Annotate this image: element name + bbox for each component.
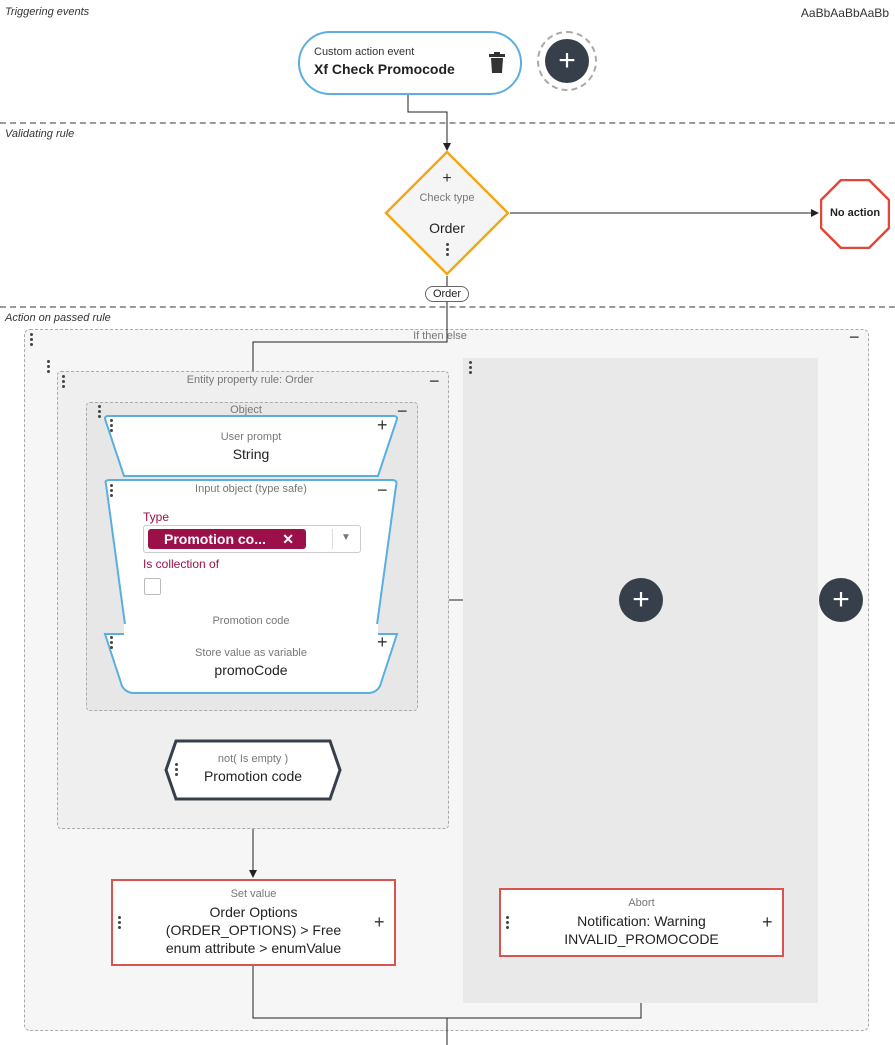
check-output-badge: Order bbox=[425, 286, 469, 302]
type-field-label: Type bbox=[143, 510, 170, 524]
add-trigger-button[interactable]: + bbox=[537, 31, 597, 91]
input-object-caption: Input object (type safe) bbox=[195, 483, 307, 495]
if-then-else-menu-icon[interactable] bbox=[30, 333, 33, 348]
set-value-line-3: enum attribute > enumValue bbox=[165, 940, 342, 956]
no-action-label: No action bbox=[829, 207, 881, 219]
add-action-button[interactable]: + bbox=[619, 578, 663, 622]
condition-value: Promotion code bbox=[203, 768, 303, 784]
store-caption: Store value as variable bbox=[195, 647, 307, 659]
store-add-icon[interactable]: + bbox=[377, 632, 388, 652]
section-divider bbox=[0, 306, 895, 308]
if-then-else-label: If then else bbox=[413, 330, 467, 342]
select-divider bbox=[332, 529, 333, 549]
check-menu-icon[interactable] bbox=[446, 243, 449, 258]
condition-hexagon[interactable] bbox=[164, 739, 342, 801]
set-value-line-1: Order Options bbox=[209, 904, 298, 920]
set-value-node[interactable]: Set value Order Options (ORDER_OPTIONS) … bbox=[111, 879, 396, 966]
chip-remove-icon[interactable]: ✕ bbox=[282, 531, 294, 547]
set-value-text: Order Options (ORDER_OPTIONS) > Free enu… bbox=[133, 903, 374, 957]
input-object-collapse-icon[interactable]: − bbox=[377, 480, 388, 500]
input-object-menu-icon[interactable] bbox=[110, 484, 113, 499]
section-label-action: Action on passed rule bbox=[5, 312, 111, 324]
input-object-footer: Promotion code bbox=[212, 615, 290, 627]
abort-line-1: Notification: Warning bbox=[577, 913, 706, 929]
section-label-triggering: Triggering events bbox=[5, 6, 90, 18]
entity-rule-menu-icon[interactable] bbox=[62, 375, 65, 390]
object-label: Object bbox=[230, 404, 262, 416]
if-then-else-collapse-icon[interactable]: − bbox=[849, 327, 860, 347]
check-add-icon[interactable]: + bbox=[442, 170, 452, 187]
abort-menu-icon[interactable] bbox=[506, 916, 509, 931]
set-value-line-2: (ORDER_OPTIONS) > Free bbox=[165, 922, 342, 938]
no-action-octagon[interactable] bbox=[820, 179, 890, 249]
add-branch-button[interactable]: + bbox=[819, 578, 863, 622]
font-sample-text: AaBbAaBbAaBb bbox=[800, 6, 889, 20]
store-value: promoCode bbox=[214, 662, 288, 678]
check-type-value: Order bbox=[429, 220, 465, 236]
abort-add-icon[interactable]: + bbox=[762, 912, 773, 932]
store-menu-icon[interactable] bbox=[110, 636, 113, 651]
trash-icon[interactable] bbox=[488, 52, 506, 74]
user-prompt-add-icon[interactable]: + bbox=[377, 415, 388, 435]
type-select[interactable]: Promotion co... ✕ ▼ bbox=[143, 525, 361, 553]
else-branch-menu-icon[interactable] bbox=[469, 361, 472, 376]
user-prompt-menu-icon[interactable] bbox=[110, 419, 113, 434]
entity-rule-label: Entity property rule: Order bbox=[186, 374, 314, 386]
trigger-caption: Custom action event bbox=[314, 46, 415, 58]
collection-checkbox[interactable] bbox=[144, 578, 161, 595]
font-size-sample[interactable]: AaBbAaBbAaBb bbox=[801, 6, 889, 20]
section-divider bbox=[0, 122, 895, 124]
trigger-node[interactable]: Custom action event Xf Check Promocode bbox=[298, 31, 522, 95]
collection-label: Is collection of bbox=[143, 557, 220, 571]
chevron-down-icon[interactable]: ▼ bbox=[341, 532, 351, 543]
type-chip-label: Promotion co... bbox=[164, 531, 266, 547]
abort-text: Notification: Warning INVALID_PROMOCODE bbox=[521, 912, 762, 948]
condition-menu-icon[interactable] bbox=[175, 763, 178, 778]
section-label-validating: Validating rule bbox=[5, 128, 75, 140]
object-menu-icon[interactable] bbox=[98, 405, 101, 420]
abort-caption: Abort bbox=[628, 897, 655, 909]
entity-rule-collapse-icon[interactable]: − bbox=[429, 371, 440, 391]
check-diamond[interactable] bbox=[384, 150, 510, 276]
abort-line-2: INVALID_PROMOCODE bbox=[564, 931, 719, 947]
set-value-add-icon[interactable]: + bbox=[374, 912, 385, 932]
condition-caption: not( Is empty ) bbox=[217, 753, 289, 765]
type-chip[interactable]: Promotion co... ✕ bbox=[148, 529, 306, 549]
then-branch-menu-icon[interactable] bbox=[47, 360, 50, 375]
user-prompt-value: String bbox=[232, 446, 270, 462]
check-caption: Check type bbox=[419, 192, 475, 204]
object-collapse-icon[interactable]: − bbox=[397, 401, 408, 421]
abort-node[interactable]: Abort Notification: Warning INVALID_PROM… bbox=[499, 888, 784, 957]
object-funnel-shape bbox=[103, 415, 399, 694]
connector-trigger-check bbox=[407, 94, 451, 151]
trigger-name: Xf Check Promocode bbox=[314, 61, 455, 77]
set-value-caption: Set value bbox=[230, 888, 277, 900]
user-prompt-caption: User prompt bbox=[220, 431, 282, 443]
set-value-menu-icon[interactable] bbox=[118, 916, 121, 931]
add-icon: + bbox=[545, 39, 589, 83]
